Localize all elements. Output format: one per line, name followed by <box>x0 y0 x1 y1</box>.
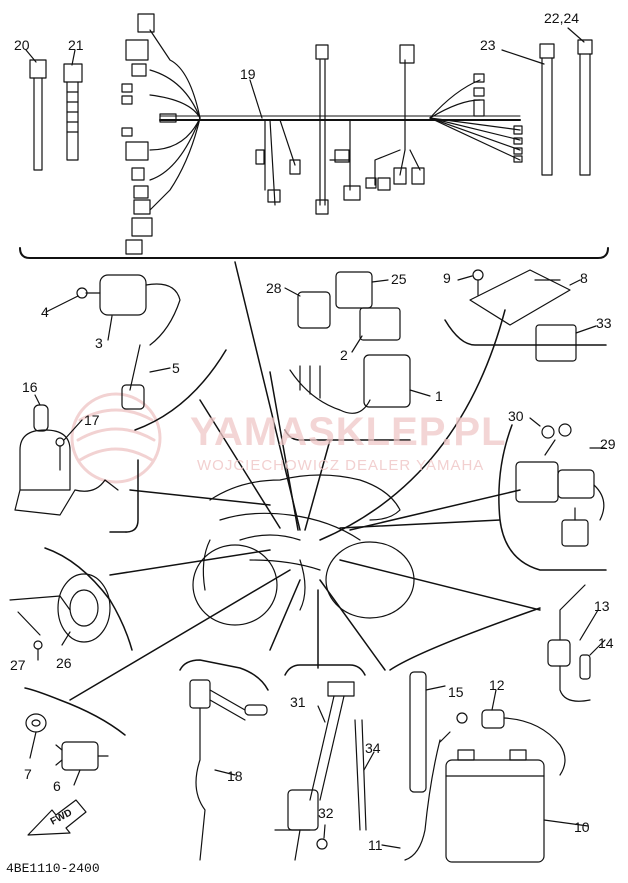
neutral-switch-13 <box>547 584 606 702</box>
cable-tie-21 <box>63 63 83 161</box>
battery-lead-31 <box>274 681 375 861</box>
watermark-logo <box>70 392 162 484</box>
callout-21: 21 <box>68 37 84 53</box>
callout-5: 5 <box>172 360 180 376</box>
callout-12: 12 <box>489 677 505 693</box>
callout-20: 20 <box>14 37 30 53</box>
terminal-30 <box>529 417 572 439</box>
horn-26 <box>9 573 111 661</box>
callout-19: 19 <box>240 66 256 82</box>
relay-28 <box>284 287 331 329</box>
callout-18: 18 <box>227 768 243 784</box>
callout-3: 3 <box>95 335 103 351</box>
callout-7: 7 <box>24 766 32 782</box>
motorcycle-outline <box>192 474 415 626</box>
sensor-18 <box>189 679 268 861</box>
callout-29: 29 <box>600 436 616 452</box>
relay-25 <box>335 271 389 309</box>
main-switch-16 <box>14 394 119 516</box>
battery-cable-11 <box>381 731 451 861</box>
relay-33 <box>535 324 597 362</box>
fuse-12 <box>456 689 566 776</box>
cdi-unit-8 <box>457 269 581 326</box>
callout-32: 32 <box>318 805 334 821</box>
wire-harness-19 <box>121 13 523 255</box>
battery-band-15 <box>409 671 446 793</box>
cable-tie-22-24 <box>577 39 593 176</box>
thermo-sensor-6 <box>55 741 109 786</box>
callout-9: 9 <box>443 270 451 286</box>
diagram-reference-code: 4BE1110-2400 <box>6 861 100 876</box>
callout-1: 1 <box>435 388 443 404</box>
callout-13: 13 <box>594 598 610 614</box>
washer-7 <box>25 713 47 759</box>
callout-27: 27 <box>10 657 26 673</box>
callout-8: 8 <box>580 270 588 286</box>
ignition-coil-3 <box>45 274 181 410</box>
callout-28: 28 <box>266 280 282 296</box>
starter-relay-29 <box>515 439 606 547</box>
cable-tie-23 <box>539 43 555 176</box>
callout-4: 4 <box>41 304 49 320</box>
callout-33: 33 <box>596 315 612 331</box>
flasher-1 <box>289 354 431 414</box>
callout-22-24: 22,24 <box>544 10 580 26</box>
callout-23: 23 <box>480 37 496 53</box>
callout-26: 26 <box>56 655 72 671</box>
callout-2: 2 <box>340 347 348 363</box>
callout-6: 6 <box>53 778 61 794</box>
callout-31: 31 <box>290 694 306 710</box>
callout-10: 10 <box>574 819 590 835</box>
callout-15: 15 <box>448 684 464 700</box>
callout-17: 17 <box>84 412 100 428</box>
connector-2 <box>351 307 401 353</box>
callout-14: 14 <box>598 635 614 651</box>
forward-arrow <box>27 799 87 836</box>
callout-16: 16 <box>22 379 38 395</box>
watermark-dealer-text: WOJCIECHOWICZ DEALER YAMAHA <box>197 457 485 474</box>
watermark-brand-text: YAMASKLEP.PL <box>190 410 507 454</box>
callout-30: 30 <box>508 408 524 424</box>
callout-34: 34 <box>365 740 381 756</box>
cable-tie-20 <box>29 59 47 171</box>
callout-25: 25 <box>391 271 407 287</box>
leader-lines <box>69 261 541 701</box>
callout-11: 11 <box>368 837 383 853</box>
battery-10 <box>445 749 589 863</box>
